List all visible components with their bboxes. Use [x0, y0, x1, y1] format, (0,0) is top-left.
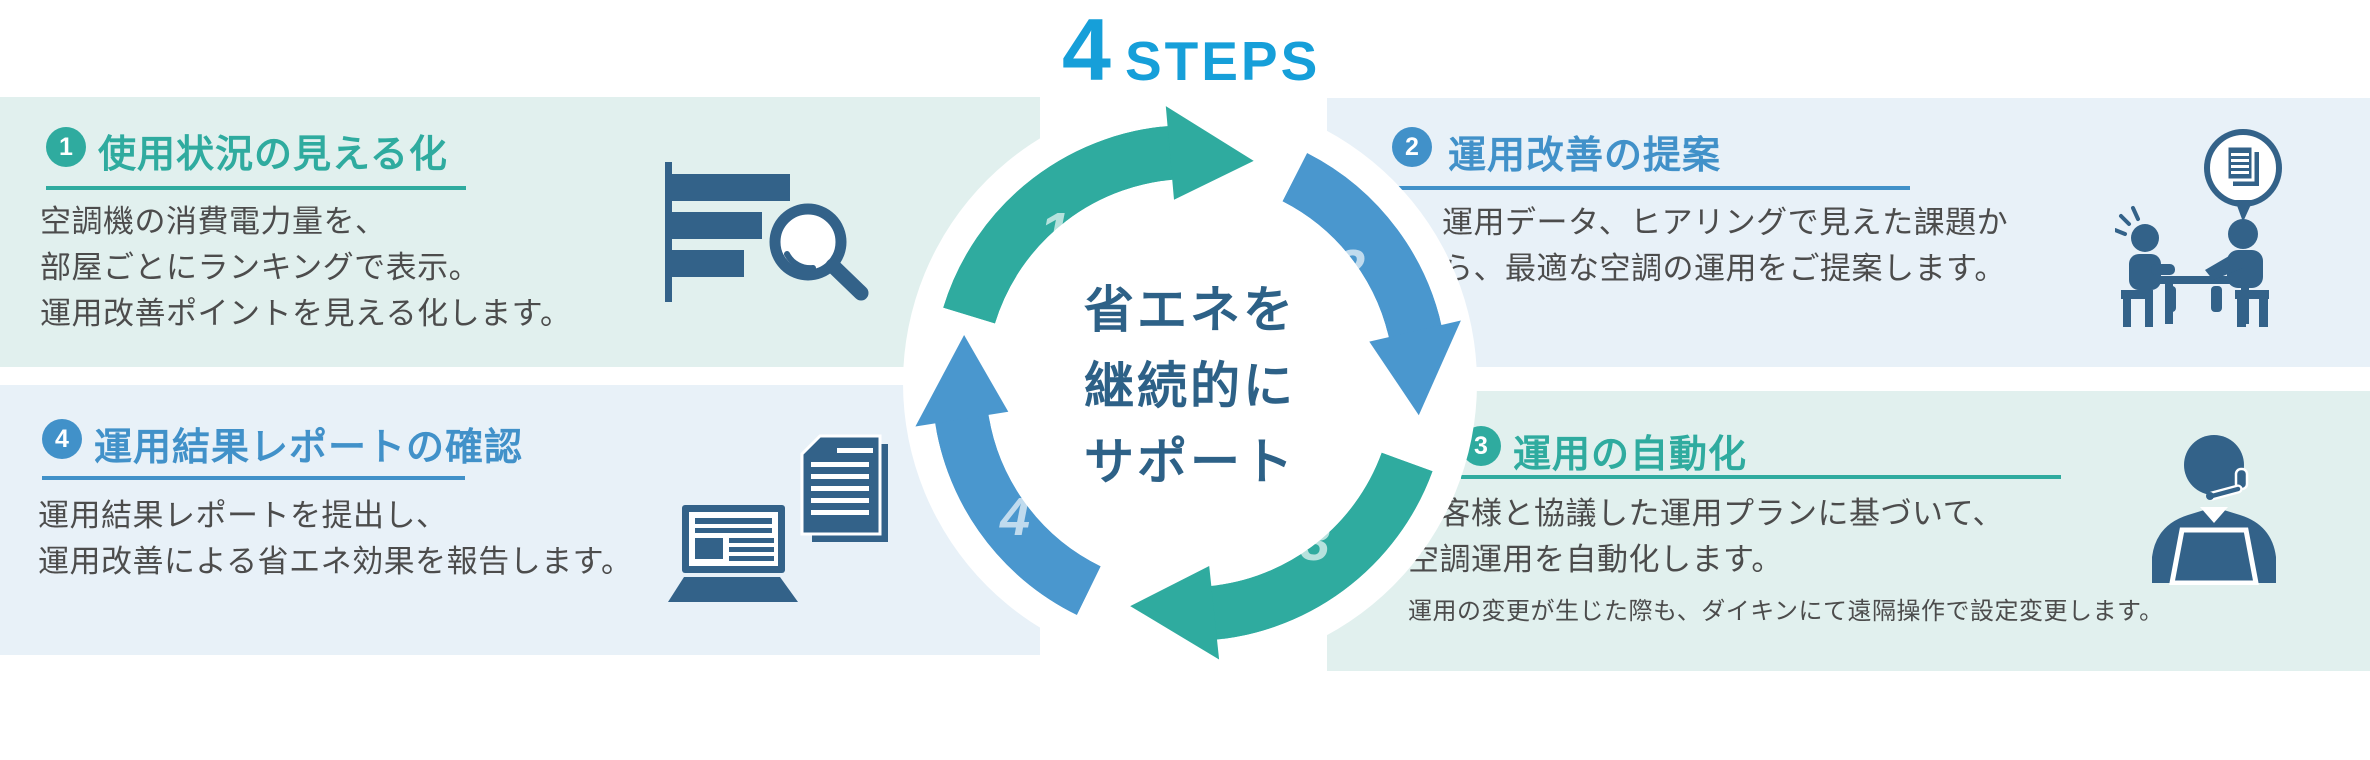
step-2-description-line: ら、最適な空調の運用をご提案します。: [1442, 251, 2006, 286]
cycle-arrowhead-2: [1369, 320, 1461, 416]
cycle-background-disc: [903, 96, 1477, 670]
cycle-number-1: 1: [1040, 202, 1070, 262]
slogan-line: サポート: [1084, 434, 1296, 490]
cycle-arc-3: [1200, 452, 1433, 641]
cycle-arc-1: [943, 125, 1184, 324]
step-4-title: 運用結果レポートの確認: [94, 427, 524, 469]
header-label: STEPS: [1124, 30, 1321, 92]
step-1-badge: 1: [46, 127, 86, 167]
step-1-title: 使用状況の見える化: [98, 134, 448, 176]
cycle-arrowhead-3: [1130, 566, 1220, 660]
cycle-diagram: 1 2 3 4: [903, 96, 1477, 670]
laptop-report-documents-icon: [668, 434, 888, 602]
step-2-description: 運用データ、ヒアリングで見えた課題か ら、最適な空調の運用をご提案します。: [1442, 200, 2008, 292]
step-2-description-line: 運用データ、ヒアリングで見えた課題か: [1442, 205, 2009, 240]
step-4-description-line: 運用改善による省エネ効果を報告します。: [38, 544, 633, 579]
step-2-panel: 2 運用改善の提案 運用データ、ヒアリングで見えた課題か ら、最適な空調の運用を…: [1327, 98, 2370, 367]
cycle-arc-2: [1282, 153, 1445, 349]
step-3-underline: [1461, 475, 2061, 479]
step-4-description: 運用結果レポートを提出し、 運用改善による省エネ効果を報告します。: [38, 493, 632, 585]
step-3-note: 運用の変更が生じた際も、ダイキンにて遠隔操作で設定変更します。: [1408, 598, 2164, 625]
surprise-sparks: [2115, 206, 2140, 236]
step-3-description: お客様と協議した運用プランに基づいて、 空調運用を自動化します。: [1408, 491, 2004, 583]
cycle-arrowhead-1: [1165, 106, 1254, 200]
step-4-panel: 4 運用結果レポートの確認 運用結果レポートを提出し、 運用改善による省エネ効果…: [0, 385, 1040, 655]
cycle-number-3: 3: [1300, 512, 1330, 572]
step-1-description-line: 空調機の消費電力量を、: [40, 204, 387, 239]
cycle-number-4: 4: [999, 487, 1030, 547]
slogan-line: 省エネを: [1084, 282, 1296, 338]
step-1-description: 空調機の消費電力量を、 部屋ごとにランキングで表示。 運用改善ポイントを見える化…: [40, 199, 571, 337]
step-3-panel: 3 運用の自動化 お客様と協議した運用プランに基づいて、 空調運用を自動化します…: [1327, 391, 2370, 671]
step-3-badge-number: 3: [1474, 431, 1488, 460]
step-3-title: 運用の自動化: [1513, 434, 1748, 476]
step-4-badge: 4: [42, 419, 82, 459]
step-1-underline: [46, 186, 466, 190]
header-number: 4: [1062, 0, 1111, 99]
step-1-panel: 1 使用状況の見える化 空調機の消費電力量を、 部屋ごとにランキングで表示。 運…: [0, 97, 1040, 367]
remote-support-agent-icon: [2152, 435, 2276, 585]
step-4-badge-number: 4: [55, 424, 69, 453]
step-4-description-line: 運用結果レポートを提出し、: [38, 498, 448, 533]
four-steps-header: 4 STEPS: [1062, 6, 1320, 94]
step-1-description-line: 運用改善ポイントを見える化します。: [40, 296, 572, 331]
step-2-underline: [1392, 186, 1910, 190]
step-2-title: 運用改善の提案: [1448, 135, 1722, 177]
bar-chart-magnifier-icon: [665, 162, 869, 302]
step-4-underline: [42, 476, 465, 480]
cycle-center-slogan: 省エネを 継続的に サポート: [990, 272, 1390, 500]
cycle-arc-4: [933, 403, 1101, 615]
step-3-description-line: 空調運用を自動化します。: [1408, 542, 1783, 577]
consulting-meeting-icon: [2115, 129, 2282, 327]
step-3-description-line: お客様と協議した運用プランに基づいて、: [1408, 496, 2005, 531]
step-2-badge: 2: [1392, 127, 1432, 167]
step-2-badge-number: 2: [1405, 132, 1419, 161]
step-1-description-line: 部屋ごとにランキングで表示。: [40, 250, 481, 285]
cycle-arrowhead-4: [915, 335, 1009, 427]
slogan-line: 継続的に: [1084, 358, 1296, 414]
step-1-badge-number: 1: [59, 132, 73, 161]
cycle-number-2: 2: [1334, 239, 1365, 299]
